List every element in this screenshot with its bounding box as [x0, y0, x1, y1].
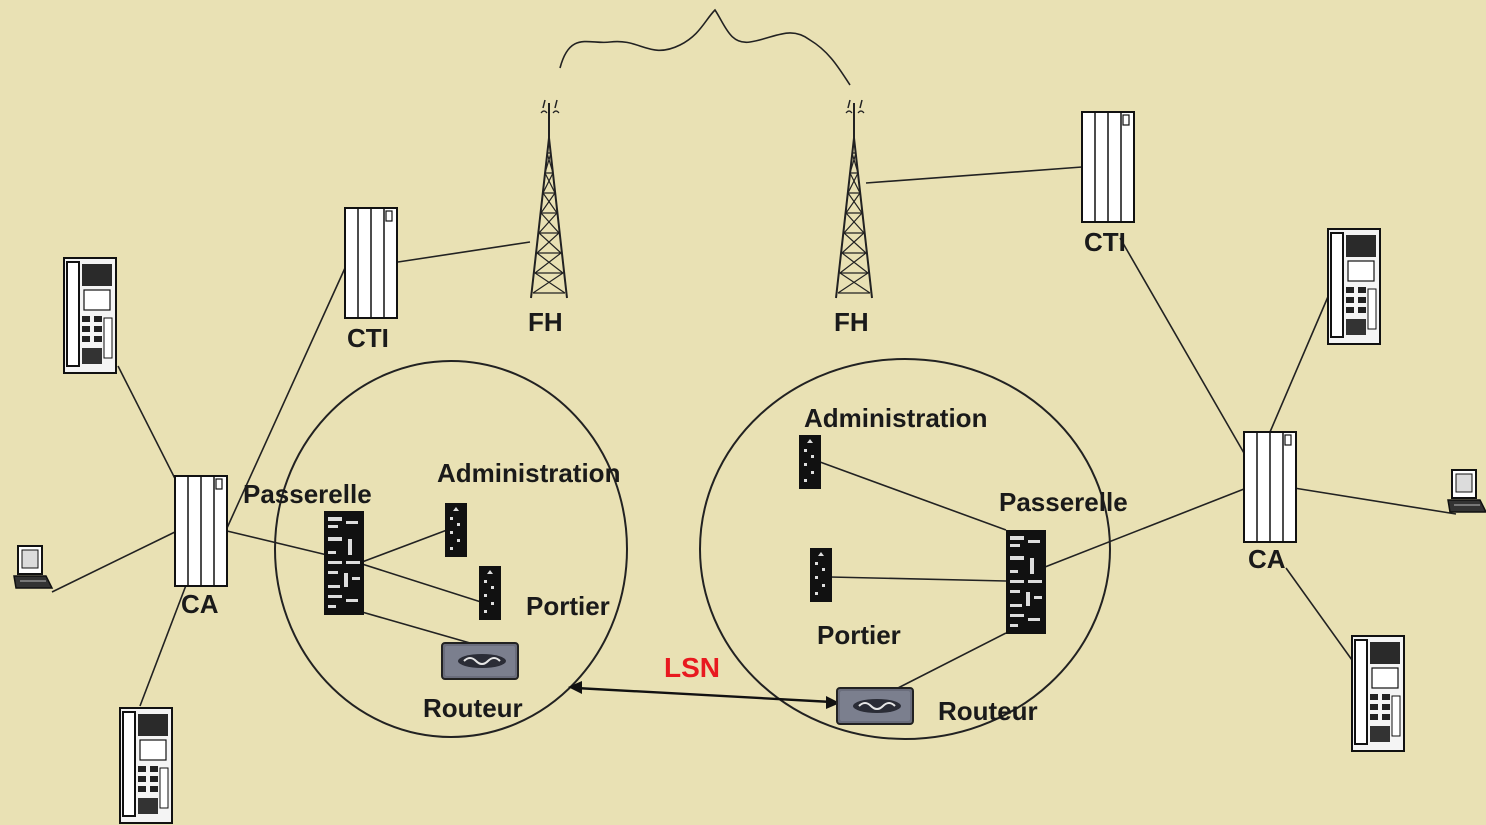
ca-left-cabinet-icon [174, 475, 228, 587]
gateway-right-icon [1006, 530, 1046, 634]
label-passerelle-left: Passerelle [243, 479, 372, 509]
label-fh-right: FH [834, 307, 869, 337]
label-lsn: LSN [664, 652, 720, 683]
left-network-circle [274, 360, 628, 738]
portier-server-right-icon [810, 548, 832, 602]
microwave-link-line [559, 8, 851, 86]
phone-top-right-icon [1327, 228, 1381, 345]
portier-server-left-icon [479, 566, 501, 620]
label-ca-right: CA [1248, 544, 1286, 574]
label-cti-left: CTI [347, 323, 389, 353]
laptop-right-icon [1447, 469, 1486, 513]
cti-left-cabinet-icon [344, 207, 398, 319]
tower-left-icon [530, 99, 568, 299]
cti-right-cabinet-icon [1081, 111, 1135, 223]
label-administration-right: Administration [804, 403, 987, 433]
phone-bottom-right-icon [1351, 635, 1405, 752]
ca-right-cabinet-icon [1243, 431, 1297, 543]
router-left-icon [441, 642, 519, 680]
tower-right-icon [835, 99, 873, 299]
connection-lines [51, 166, 1457, 707]
label-fh-left: FH [528, 307, 563, 337]
label-portier-left: Portier [526, 591, 610, 621]
label-cti-right: CTI [1084, 227, 1126, 257]
laptop-left-icon [13, 545, 53, 589]
label-routeur-left: Routeur [423, 693, 523, 723]
label-administration-left: Administration [437, 458, 620, 488]
gateway-left-icon [324, 511, 364, 615]
phone-top-left-icon [63, 257, 117, 374]
label-routeur-right: Routeur [938, 696, 1038, 726]
label-portier-right: Portier [817, 620, 901, 650]
admin-server-right-icon [799, 435, 821, 489]
label-passerelle-right: Passerelle [999, 487, 1128, 517]
label-ca-left: CA [181, 589, 219, 619]
lsn-link [568, 681, 840, 709]
right-network-circle [699, 358, 1111, 740]
router-right-icon [836, 687, 914, 725]
phone-bottom-left-icon [119, 707, 173, 824]
admin-server-left-icon [445, 503, 467, 557]
